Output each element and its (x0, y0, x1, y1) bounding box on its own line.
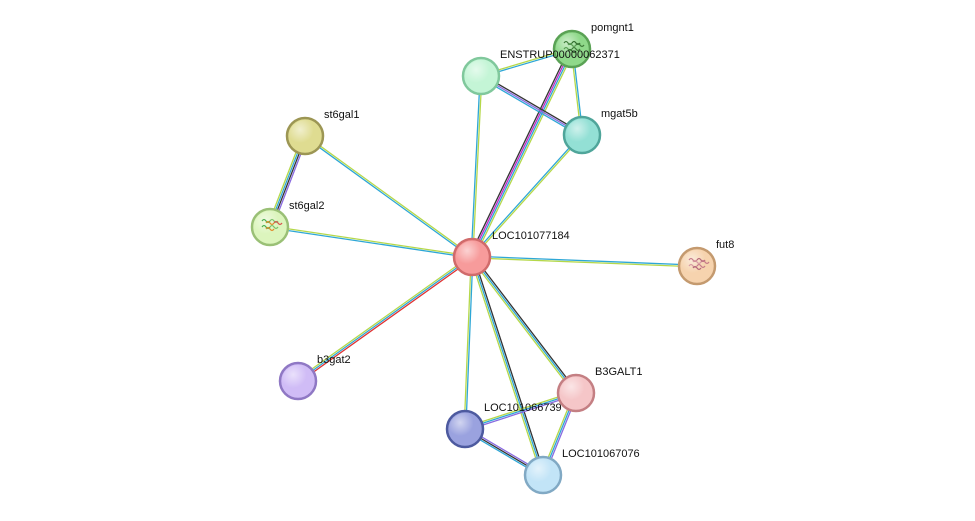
edge-line (470, 47, 572, 258)
edge-line (472, 48, 574, 259)
edge-LOC101077184-fut8[interactable] (471, 255, 698, 268)
node-highlight (560, 377, 592, 409)
edge-line (269, 227, 473, 259)
edge-line (297, 256, 473, 382)
edge-line (469, 257, 576, 395)
edge-line (473, 49, 575, 259)
node-B3GALT1[interactable]: B3GALT1 (556, 366, 643, 413)
node-label: fut8 (716, 239, 734, 251)
node-highlight (449, 413, 481, 445)
node-b3gat2[interactable]: b3gat2 (278, 354, 351, 401)
edge-line (469, 256, 543, 477)
edge-line (463, 256, 472, 430)
edge-ENSTRUP00000062371-mgat5b[interactable] (479, 73, 584, 138)
edge-line (463, 390, 577, 429)
node-highlight (456, 241, 488, 273)
edge-line (296, 254, 472, 381)
node-label: LOC101077184 (492, 230, 570, 242)
node-label: mgat5b (601, 108, 638, 120)
edge-line (304, 134, 474, 257)
edge-LOC101077184-st6gal2[interactable] (269, 225, 473, 259)
edge-line (471, 257, 698, 268)
edge-line (470, 133, 583, 258)
node-highlight (282, 365, 314, 397)
protein-structure-icon (688, 257, 710, 271)
edge-LOC101077184-mgat5b[interactable] (470, 133, 584, 259)
protein-structure-icon (563, 40, 585, 54)
node-fut8[interactable]: fut8 (677, 239, 734, 286)
node-label: LOC101067076 (562, 448, 640, 460)
node-st6gal1[interactable]: st6gal1 (285, 109, 359, 156)
node-ENSTRUP00000062371[interactable]: ENSTRUP00000062371 (461, 49, 620, 96)
edge-LOC101077184-ENSTRUP00000062371[interactable] (470, 75, 483, 258)
node-highlight (527, 459, 559, 491)
edge-line (472, 255, 579, 393)
edge-line (472, 75, 483, 258)
edge-LOC101077184-pomgnt1[interactable] (469, 47, 575, 259)
edge-line (470, 75, 481, 258)
edge-line (471, 255, 698, 266)
node-label: st6gal2 (289, 200, 324, 212)
node-label: pomgnt1 (591, 22, 634, 34)
edge-line (480, 75, 583, 136)
edge-LOC101077184-st6gal1[interactable] (303, 134, 474, 259)
protein-structure-icon (261, 218, 283, 232)
edge-B3GALT1-LOC101066739[interactable] (463, 390, 578, 432)
edge-LOC101077184-LOC101066739[interactable] (463, 256, 474, 430)
node-mgat5b[interactable]: mgat5b (562, 108, 638, 155)
node-pomgnt1[interactable]: pomgnt1 (552, 22, 634, 69)
edge-line (471, 134, 584, 259)
node-highlight (465, 60, 497, 92)
edge-line (464, 393, 578, 432)
edge-line (298, 257, 474, 384)
edge-line (481, 73, 584, 135)
edge-line (465, 256, 474, 430)
edge-line (472, 255, 546, 476)
node-LOC101067076[interactable]: LOC101067076 (523, 448, 640, 495)
edge-LOC101077184-b3gat2[interactable] (296, 254, 474, 384)
edge-LOC101077184-LOC101067076[interactable] (469, 255, 546, 477)
node-highlight (566, 119, 598, 151)
edge-line (469, 47, 571, 257)
edge-line (303, 136, 473, 259)
edge-line (269, 225, 473, 257)
node-LOC101077184[interactable]: LOC101077184 (452, 230, 570, 277)
edge-line (471, 256, 544, 476)
edge-LOC101077184-B3GALT1[interactable] (469, 255, 579, 395)
edges-layer (266, 47, 698, 478)
node-label: B3GALT1 (595, 366, 643, 378)
node-highlight (289, 120, 321, 152)
node-label: LOC101066739 (484, 402, 562, 414)
node-label: ENSTRUP00000062371 (500, 49, 620, 61)
edge-line (471, 256, 577, 394)
node-LOC101066739[interactable]: LOC101066739 (445, 402, 562, 449)
node-label: b3gat2 (317, 354, 351, 366)
node-label: st6gal1 (324, 109, 359, 121)
edge-line (464, 392, 577, 430)
edge-line (479, 76, 582, 138)
node-st6gal2[interactable]: st6gal2 (250, 200, 324, 247)
